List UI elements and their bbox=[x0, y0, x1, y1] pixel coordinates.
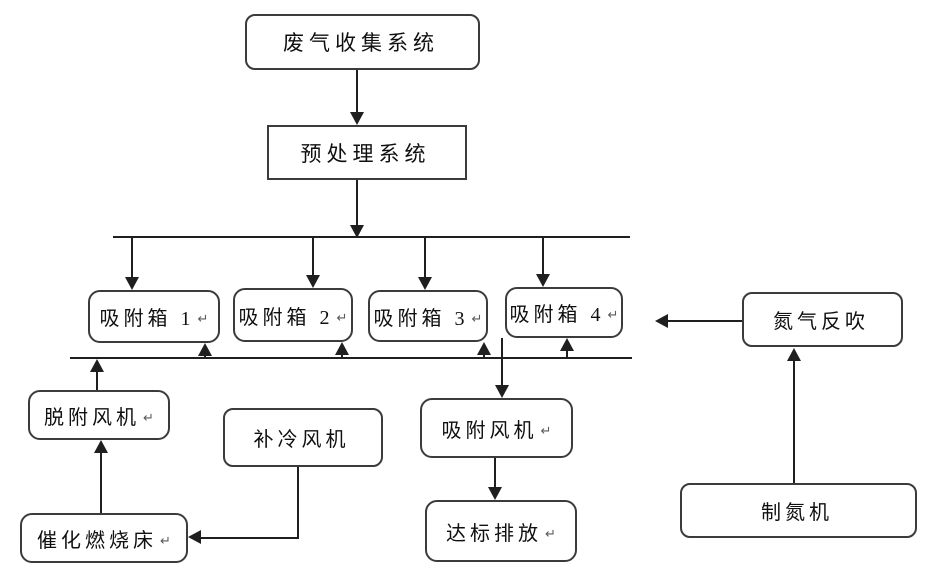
distribution-bus-line bbox=[113, 236, 630, 238]
line-break-mark: ↵ bbox=[143, 410, 154, 426]
edge-fan-to-discharge-line bbox=[494, 458, 496, 488]
edge-bus-to-box3-line bbox=[424, 238, 426, 277]
arrowhead-down-icon bbox=[488, 487, 502, 500]
arrowhead-down-icon bbox=[306, 275, 320, 288]
node-label: 吸附箱 2 bbox=[238, 306, 334, 329]
arrowhead-left-icon bbox=[188, 530, 201, 544]
line-break-mark: ↵ bbox=[545, 526, 556, 542]
edge-pretreatment-to-bus-line bbox=[356, 180, 358, 225]
node-label: 废气收集系统 bbox=[283, 31, 439, 55]
node-label: 吸附箱 4 bbox=[509, 304, 605, 326]
node-label: 预处理系统 bbox=[300, 141, 431, 166]
edge-bus-up-box3-line bbox=[483, 353, 485, 359]
edge-bus-up-box1-line bbox=[204, 354, 206, 359]
arrowhead-up-icon bbox=[560, 338, 574, 351]
node-adsorption-box-4: 吸附箱 4↵ bbox=[505, 287, 623, 338]
edge-catalytic-to-desorption-line bbox=[100, 451, 102, 513]
edge-cooling-to-catalytic-hline bbox=[201, 537, 299, 539]
line-break-mark: ↵ bbox=[197, 312, 209, 327]
node-label: 氮气反吹 bbox=[773, 311, 869, 333]
arrowhead-down-icon bbox=[495, 385, 509, 398]
edge-cooling-to-catalytic-vline bbox=[297, 467, 299, 538]
edge-generator-to-backflush-line bbox=[793, 359, 795, 483]
edge-bus-to-box1-line bbox=[131, 238, 133, 277]
node-label: 补冷风机 bbox=[253, 429, 350, 451]
node-label: 达标排放 bbox=[446, 522, 543, 545]
arrowhead-up-icon bbox=[787, 348, 801, 361]
node-compliant-discharge: 达标排放↵ bbox=[425, 500, 577, 562]
node-catalytic-combustion-bed: 催化燃烧床↵ bbox=[20, 513, 188, 563]
node-waste-gas-collection: 废气收集系统 bbox=[245, 14, 480, 70]
arrowhead-left-icon bbox=[655, 314, 668, 328]
line-break-mark: ↵ bbox=[607, 308, 619, 323]
arrowhead-up-icon bbox=[335, 342, 349, 355]
arrowhead-up-icon bbox=[90, 359, 104, 372]
node-adsorption-box-2: 吸附箱 2↵ bbox=[233, 288, 353, 342]
node-nitrogen-backflush: 氮气反吹 bbox=[742, 292, 903, 347]
node-label: 吸附箱 1 bbox=[99, 308, 195, 330]
line-break-mark: ↵ bbox=[336, 310, 348, 326]
node-adsorption-fan: 吸附风机↵ bbox=[420, 398, 573, 458]
node-desorption-fan: 脱附风机↵ bbox=[28, 390, 170, 440]
node-label: 催化燃烧床 bbox=[37, 529, 158, 552]
desorption-bus-line bbox=[70, 357, 632, 359]
line-break-mark: ↵ bbox=[540, 423, 552, 439]
arrowhead-down-icon bbox=[125, 277, 139, 290]
arrowhead-down-icon bbox=[350, 112, 364, 125]
arrowhead-up-icon bbox=[477, 342, 491, 355]
arrowhead-up-icon bbox=[198, 343, 212, 356]
edge-bus-up-box2-line bbox=[341, 353, 343, 359]
edge-box4-to-adsorption-fan-line bbox=[501, 338, 503, 385]
edge-bus-up-box4-line bbox=[566, 349, 568, 358]
edge-bus-to-box4-line bbox=[542, 238, 544, 274]
node-adsorption-box-3: 吸附箱 3↵ bbox=[368, 290, 488, 342]
node-adsorption-box-1: 吸附箱 1↵ bbox=[88, 290, 220, 343]
line-break-mark: ↵ bbox=[160, 533, 171, 549]
arrowhead-down-icon bbox=[350, 225, 364, 238]
node-cooling-fan: 补冷风机 bbox=[223, 408, 383, 467]
line-break-mark: ↵ bbox=[471, 311, 483, 327]
node-label: 制氮机 bbox=[761, 502, 833, 524]
edge-desorption-fan-to-bus-line bbox=[96, 370, 98, 390]
arrowhead-up-icon bbox=[94, 440, 108, 453]
node-label: 脱附风机 bbox=[44, 406, 141, 429]
arrowhead-down-icon bbox=[536, 274, 550, 287]
edge-bus-to-box2-line bbox=[312, 238, 314, 275]
arrowhead-down-icon bbox=[418, 277, 432, 290]
node-label: 吸附箱 3 bbox=[373, 307, 469, 330]
node-label: 吸附风机 bbox=[441, 419, 538, 442]
edge-backflush-to-box4-line bbox=[668, 320, 742, 322]
node-pretreatment: 预处理系统 bbox=[267, 125, 467, 180]
edge-collection-to-pretreatment-line bbox=[356, 70, 358, 112]
node-nitrogen-generator: 制氮机 bbox=[680, 483, 917, 538]
